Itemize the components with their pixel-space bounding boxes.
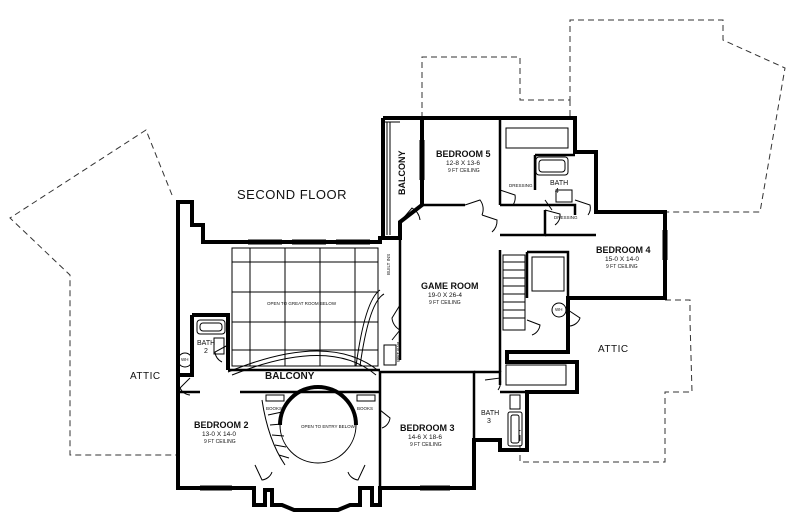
exterior-walls (176, 116, 667, 512)
bedroom4-dim: 15-0 X 14-0 (605, 256, 639, 263)
wet-bar-note: WET BAR (396, 341, 401, 362)
game-room-ceiling: 9 FT CEILING (429, 300, 461, 306)
bedroom5-dim: 12-8 X 13-6 (446, 160, 480, 167)
attic-label-left: ATTIC (130, 371, 161, 382)
fixtures (177, 127, 573, 447)
bedroom2-name: BEDROOM 2 (194, 420, 249, 430)
bedroom3-name: BEDROOM 3 (400, 423, 455, 433)
balcony-label-main: BALCONY (265, 371, 315, 382)
interior-walls (178, 118, 596, 488)
open-great-room-note: OPEN TO GREAT ROOM BELOW (267, 301, 337, 306)
bath4-number: 4 (555, 188, 559, 195)
books-note-2: BOOKS (357, 406, 374, 411)
roof-outline (9, 19, 786, 463)
upper-balcony-rail (383, 121, 400, 235)
dressing-note-1: DRESSING (509, 183, 533, 188)
dressing-note-2: DRESSING (554, 215, 578, 220)
bedroom3-dim: 14-6 X 18-6 (408, 434, 442, 441)
bath3-label: BATH (481, 410, 500, 417)
curved-stair (227, 350, 381, 466)
bath3-number: 3 (487, 418, 491, 425)
attic-label-right: ATTIC (598, 344, 629, 355)
balcony-label-upper: BALCONY (397, 150, 407, 196)
bedroom3-ceiling: 9 FT CEILING (410, 442, 442, 448)
game-room-name: GAME ROOM (421, 281, 479, 291)
water-heater-note-2: WH (555, 307, 563, 312)
game-room-stair (502, 254, 526, 331)
windows (200, 140, 668, 491)
floor-title: SECOND FLOOR (237, 187, 348, 202)
bedroom4-name: BEDROOM 4 (596, 245, 651, 255)
open-to-great-room-grid (231, 247, 385, 367)
water-heater-note-1: WH (181, 357, 189, 362)
bedroom2-ceiling: 9 FT CEILING (204, 439, 236, 445)
bedroom4-ceiling: 9 FT CEILING (606, 264, 638, 270)
game-room-dim: 19-0 X 26-4 (428, 292, 462, 299)
bedroom2-dim: 13-0 X 14-0 (202, 431, 236, 438)
bedroom5-name: BEDROOM 5 (436, 149, 491, 159)
books-note-1: BOOKS (266, 406, 283, 411)
doors (179, 189, 591, 481)
bath4-label: BATH (550, 180, 569, 187)
bath2-number: 2 (204, 348, 208, 355)
open-entry-note: OPEN TO ENTRY BELOW (301, 424, 355, 429)
bath2-label: BATH (197, 340, 216, 347)
bedroom5-ceiling: 9 FT CEILING (448, 168, 480, 174)
built-ins-note: BUILT INS (386, 253, 391, 275)
